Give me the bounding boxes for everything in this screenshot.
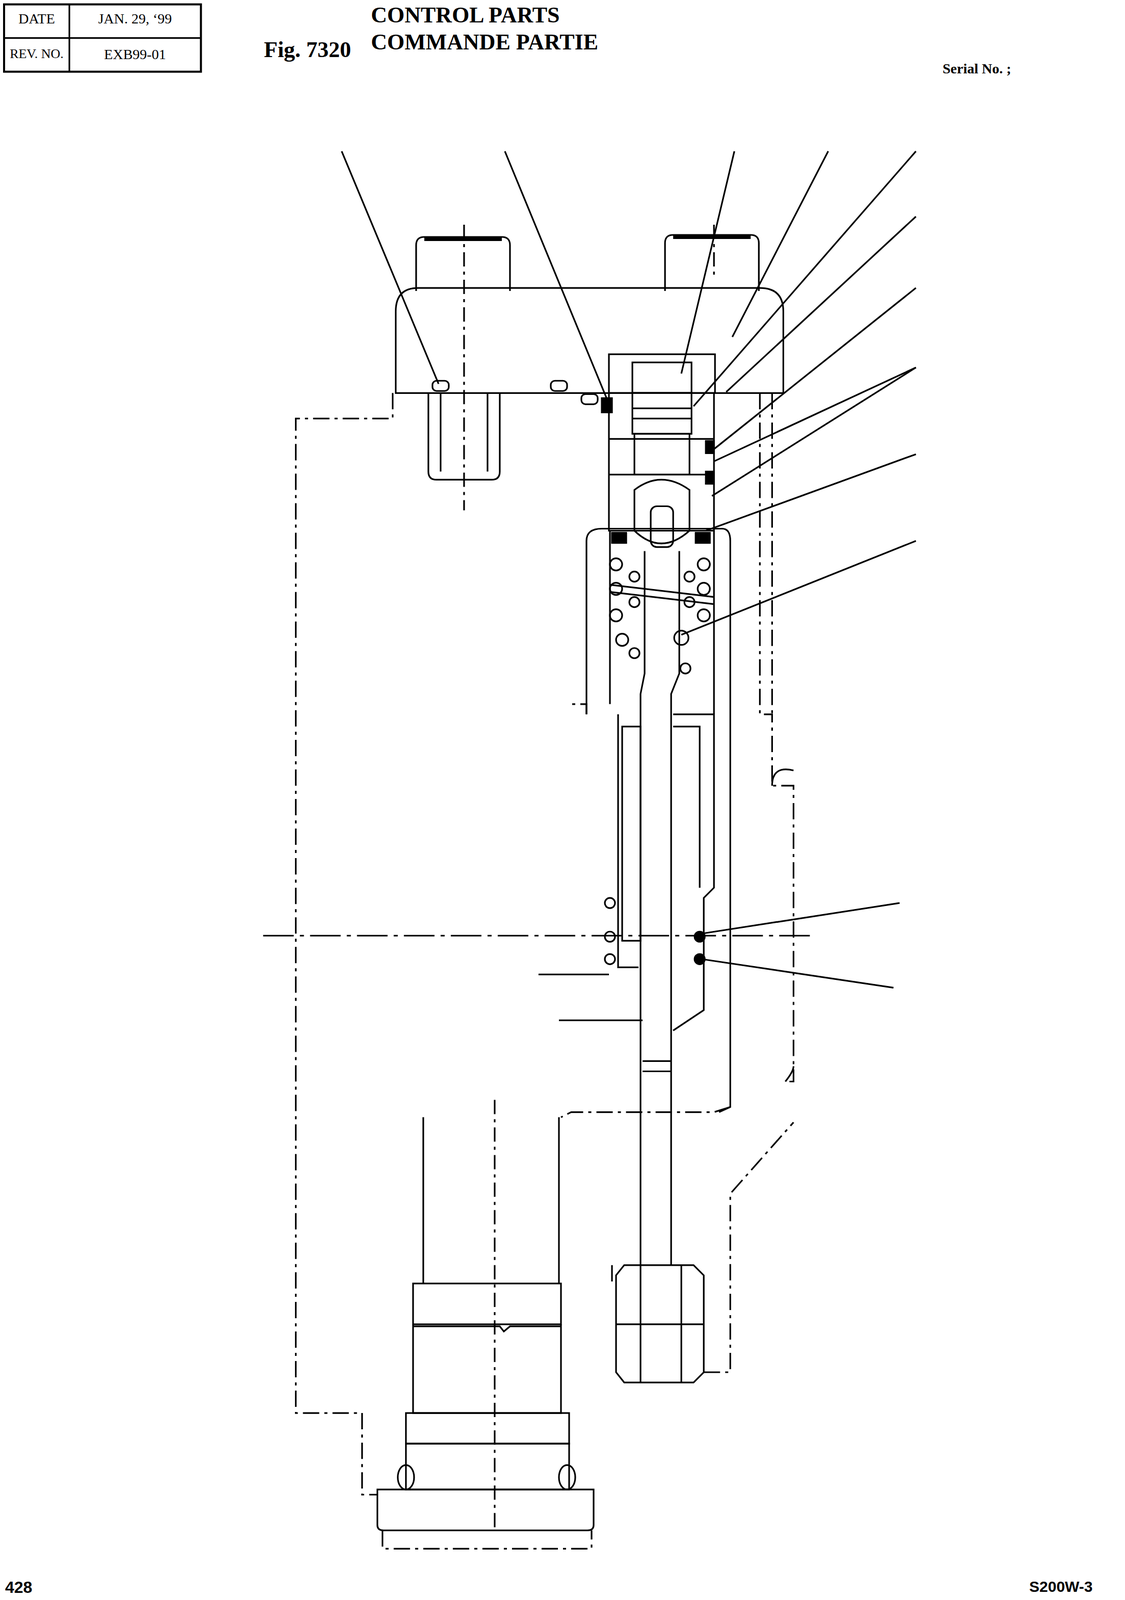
model-code: S200W-3 xyxy=(1029,1577,1093,1596)
table-cell: EXB99-01 xyxy=(103,45,166,64)
table-header: DATE xyxy=(18,10,56,28)
table-cell: JAN. 29, ‘99 xyxy=(98,10,173,28)
figure-title: CONTROL PARTS COMMANDE PARTIE xyxy=(370,2,626,57)
page-number: 428 xyxy=(5,1577,33,1597)
table-header: REV. NO. xyxy=(9,45,64,62)
serial-note: Serial No. ; xyxy=(942,60,1012,78)
figure-number: Fig. 7320 xyxy=(263,36,352,64)
